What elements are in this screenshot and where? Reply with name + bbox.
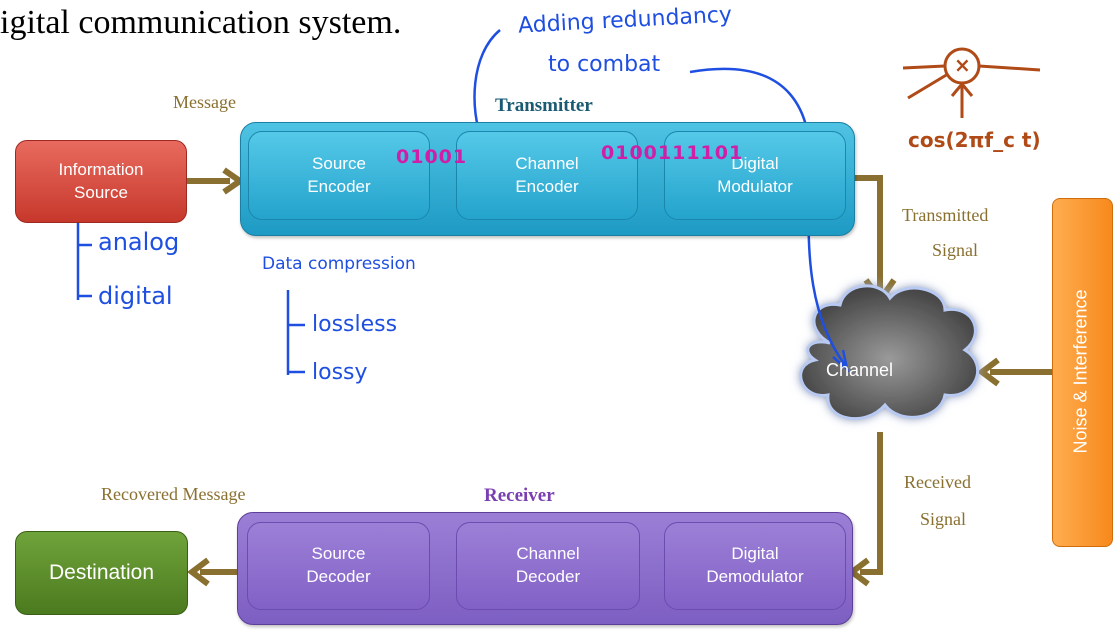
channel-cloud <box>799 284 979 421</box>
lossless-annotation: lossless <box>312 312 398 337</box>
data-compression-annotation: Data compression <box>262 254 416 274</box>
arrow-transmitter-to-channel <box>853 175 883 290</box>
channel-decoder-line1: Channel <box>516 544 580 564</box>
information-source-line1: Information <box>58 159 144 179</box>
received-label-1: Received <box>904 472 971 492</box>
header-text: igital communication system. <box>0 4 402 41</box>
mixer-symbol: × <box>954 53 971 77</box>
digital-demodulator-line1: Digital <box>731 544 779 564</box>
message-label: Message <box>173 92 236 112</box>
digital-modulator-line1: Digital <box>731 153 779 173</box>
recovered-message-label: Recovered Message <box>101 484 246 504</box>
source-decoder-line2: Decoder <box>306 567 371 586</box>
source-encoder-line2: Encoder <box>307 176 371 196</box>
noise-interference-label: Noise & Interference <box>1071 289 1091 454</box>
carrier-annotation: cos(2πf_c t) <box>908 128 1041 152</box>
compression-bracket <box>286 290 305 375</box>
noise-label-wrap: Noise & Interference <box>1052 198 1111 545</box>
digital-demodulator-line2: Demodulator <box>706 567 804 586</box>
received-label-2: Signal <box>920 509 967 529</box>
analog-annotation: analog <box>98 228 180 256</box>
channel-encoder-line2: Encoder <box>515 176 579 196</box>
redundancy-annotation-2: to combat <box>548 52 661 77</box>
transmitted-label-2: Signal <box>932 240 979 260</box>
digital-modulator-line2: Modulator <box>717 176 793 196</box>
information-source-line2: Source <box>74 182 128 202</box>
bits-source-annotation: 01001 <box>396 146 468 168</box>
noise-interference-box <box>1052 198 1113 547</box>
digital-annotation: digital <box>98 282 173 310</box>
lossy-annotation: lossy <box>312 360 368 385</box>
arrow-channel-to-receiver <box>860 432 883 575</box>
source-decoder-line1: Source <box>311 544 366 564</box>
analog-digital-bracket <box>76 222 92 300</box>
destination-box: Destination <box>15 531 188 615</box>
receiver-title: Receiver <box>484 485 555 506</box>
channel-encoder-line1: Channel <box>515 153 579 173</box>
destination-label: Destination <box>48 560 155 584</box>
transmitted-label-1: Transmitted <box>902 205 989 225</box>
channel-label: Channel <box>826 360 894 380</box>
bits-channel-annotation: 0100111101 <box>601 142 744 164</box>
transmitter-title: Transmitter <box>495 95 593 116</box>
source-encoder-line1: Source <box>312 153 366 173</box>
channel-decoder-line2: Decoder <box>515 567 581 586</box>
